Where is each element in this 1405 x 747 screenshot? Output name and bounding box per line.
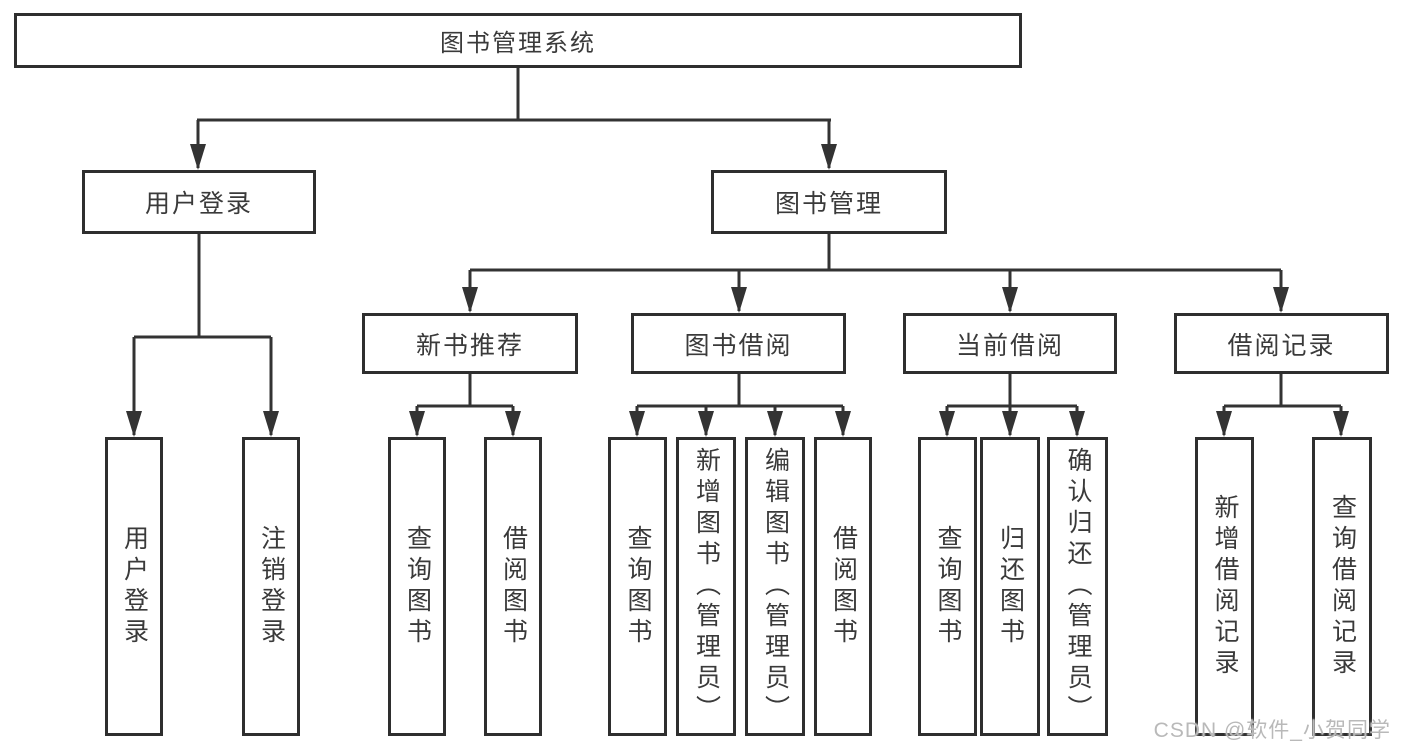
- node-label: 新增借阅记录: [1211, 493, 1239, 680]
- arrowhead-icon: [1273, 287, 1289, 313]
- arrowhead-icon: [939, 411, 955, 437]
- arrowhead-icon: [1069, 411, 1085, 437]
- watermark: CSDN @软件_小贺同学: [1153, 719, 1391, 742]
- arrowhead-icon: [505, 411, 521, 437]
- node-label: 新书推荐: [415, 331, 524, 360]
- node-new-book-recommend: 新书推荐: [362, 313, 578, 374]
- node-root-library-management-system: 图书管理系统: [14, 13, 1022, 68]
- node-label: 确认归还（管理员）: [1064, 447, 1092, 726]
- node-label: 图书管理系统: [440, 30, 596, 57]
- arrowhead-icon: [629, 411, 645, 437]
- node-label: 当前借阅: [955, 331, 1064, 360]
- arrowhead-icon: [1216, 411, 1232, 437]
- node-label: 用户登录: [120, 524, 149, 649]
- connector-borrow-records-branch: [1216, 374, 1349, 437]
- arrowhead-icon: [1002, 411, 1018, 437]
- node-label: 用户登录: [144, 190, 253, 218]
- node-label: 编辑图书（管理员）: [761, 447, 790, 726]
- leaf-user-login: 用户登录: [105, 437, 163, 736]
- connector-new-book-recommend-branch: [409, 374, 521, 437]
- arrowhead-icon: [462, 287, 478, 313]
- arrowhead-icon: [1333, 411, 1349, 437]
- node-label: 查询图书: [624, 524, 652, 649]
- node-user-login: 用户登录: [82, 170, 316, 234]
- connector-root-to-level2: [190, 68, 837, 170]
- node-book-borrow: 图书借阅: [631, 313, 846, 374]
- node-book-management: 图书管理: [711, 170, 947, 234]
- node-label: 查询图书: [403, 524, 432, 649]
- leaf-logout: 注销登录: [242, 437, 300, 736]
- arrowhead-icon: [821, 144, 837, 170]
- node-label: 归还图书: [996, 524, 1025, 649]
- arrowhead-icon: [731, 287, 747, 313]
- arrowhead-icon: [1002, 287, 1018, 313]
- connector-book-management-branch: [462, 234, 1289, 313]
- node-label: 查询图书: [934, 524, 962, 649]
- node-label: 借阅图书: [829, 524, 858, 649]
- leaf-query-books-borrow: 查询图书: [608, 437, 667, 736]
- leaf-query-borrow-record: 查询借阅记录: [1312, 437, 1372, 736]
- arrowhead-icon: [698, 411, 714, 437]
- node-label: 借阅记录: [1227, 331, 1336, 360]
- arrowhead-icon: [190, 144, 206, 170]
- node-label: 借阅图书: [499, 524, 528, 649]
- arrowhead-icon: [835, 411, 851, 437]
- connector-user-login-branch: [126, 234, 279, 437]
- leaf-query-books-current: 查询图书: [918, 437, 977, 736]
- arrowhead-icon: [767, 411, 783, 437]
- arrowhead-icon: [126, 411, 142, 437]
- node-label: 图书管理: [774, 190, 883, 218]
- node-label: 图书借阅: [684, 331, 793, 360]
- node-current-borrow: 当前借阅: [903, 313, 1117, 374]
- arrowhead-icon: [409, 411, 425, 437]
- leaf-edit-books-admin: 编辑图书（管理员）: [745, 437, 805, 736]
- arrowhead-icon: [263, 411, 279, 437]
- leaf-confirm-return-admin: 确认归还（管理员）: [1047, 437, 1108, 736]
- node-borrow-records: 借阅记录: [1174, 313, 1389, 374]
- connector-book-borrow-branch: [629, 374, 851, 437]
- leaf-add-books-admin: 新增图书（管理员）: [676, 437, 736, 736]
- node-label: 查询借阅记录: [1328, 493, 1357, 680]
- leaf-query-books-recommend: 查询图书: [388, 437, 446, 736]
- leaf-add-borrow-record: 新增借阅记录: [1195, 437, 1254, 736]
- leaf-borrow-books: 借阅图书: [814, 437, 872, 736]
- leaf-borrow-books-recommend: 借阅图书: [484, 437, 542, 736]
- leaf-return-books: 归还图书: [980, 437, 1040, 736]
- node-label: 注销登录: [257, 524, 286, 649]
- connector-current-borrow-branch: [939, 374, 1085, 437]
- node-label: 新增图书（管理员）: [692, 447, 721, 726]
